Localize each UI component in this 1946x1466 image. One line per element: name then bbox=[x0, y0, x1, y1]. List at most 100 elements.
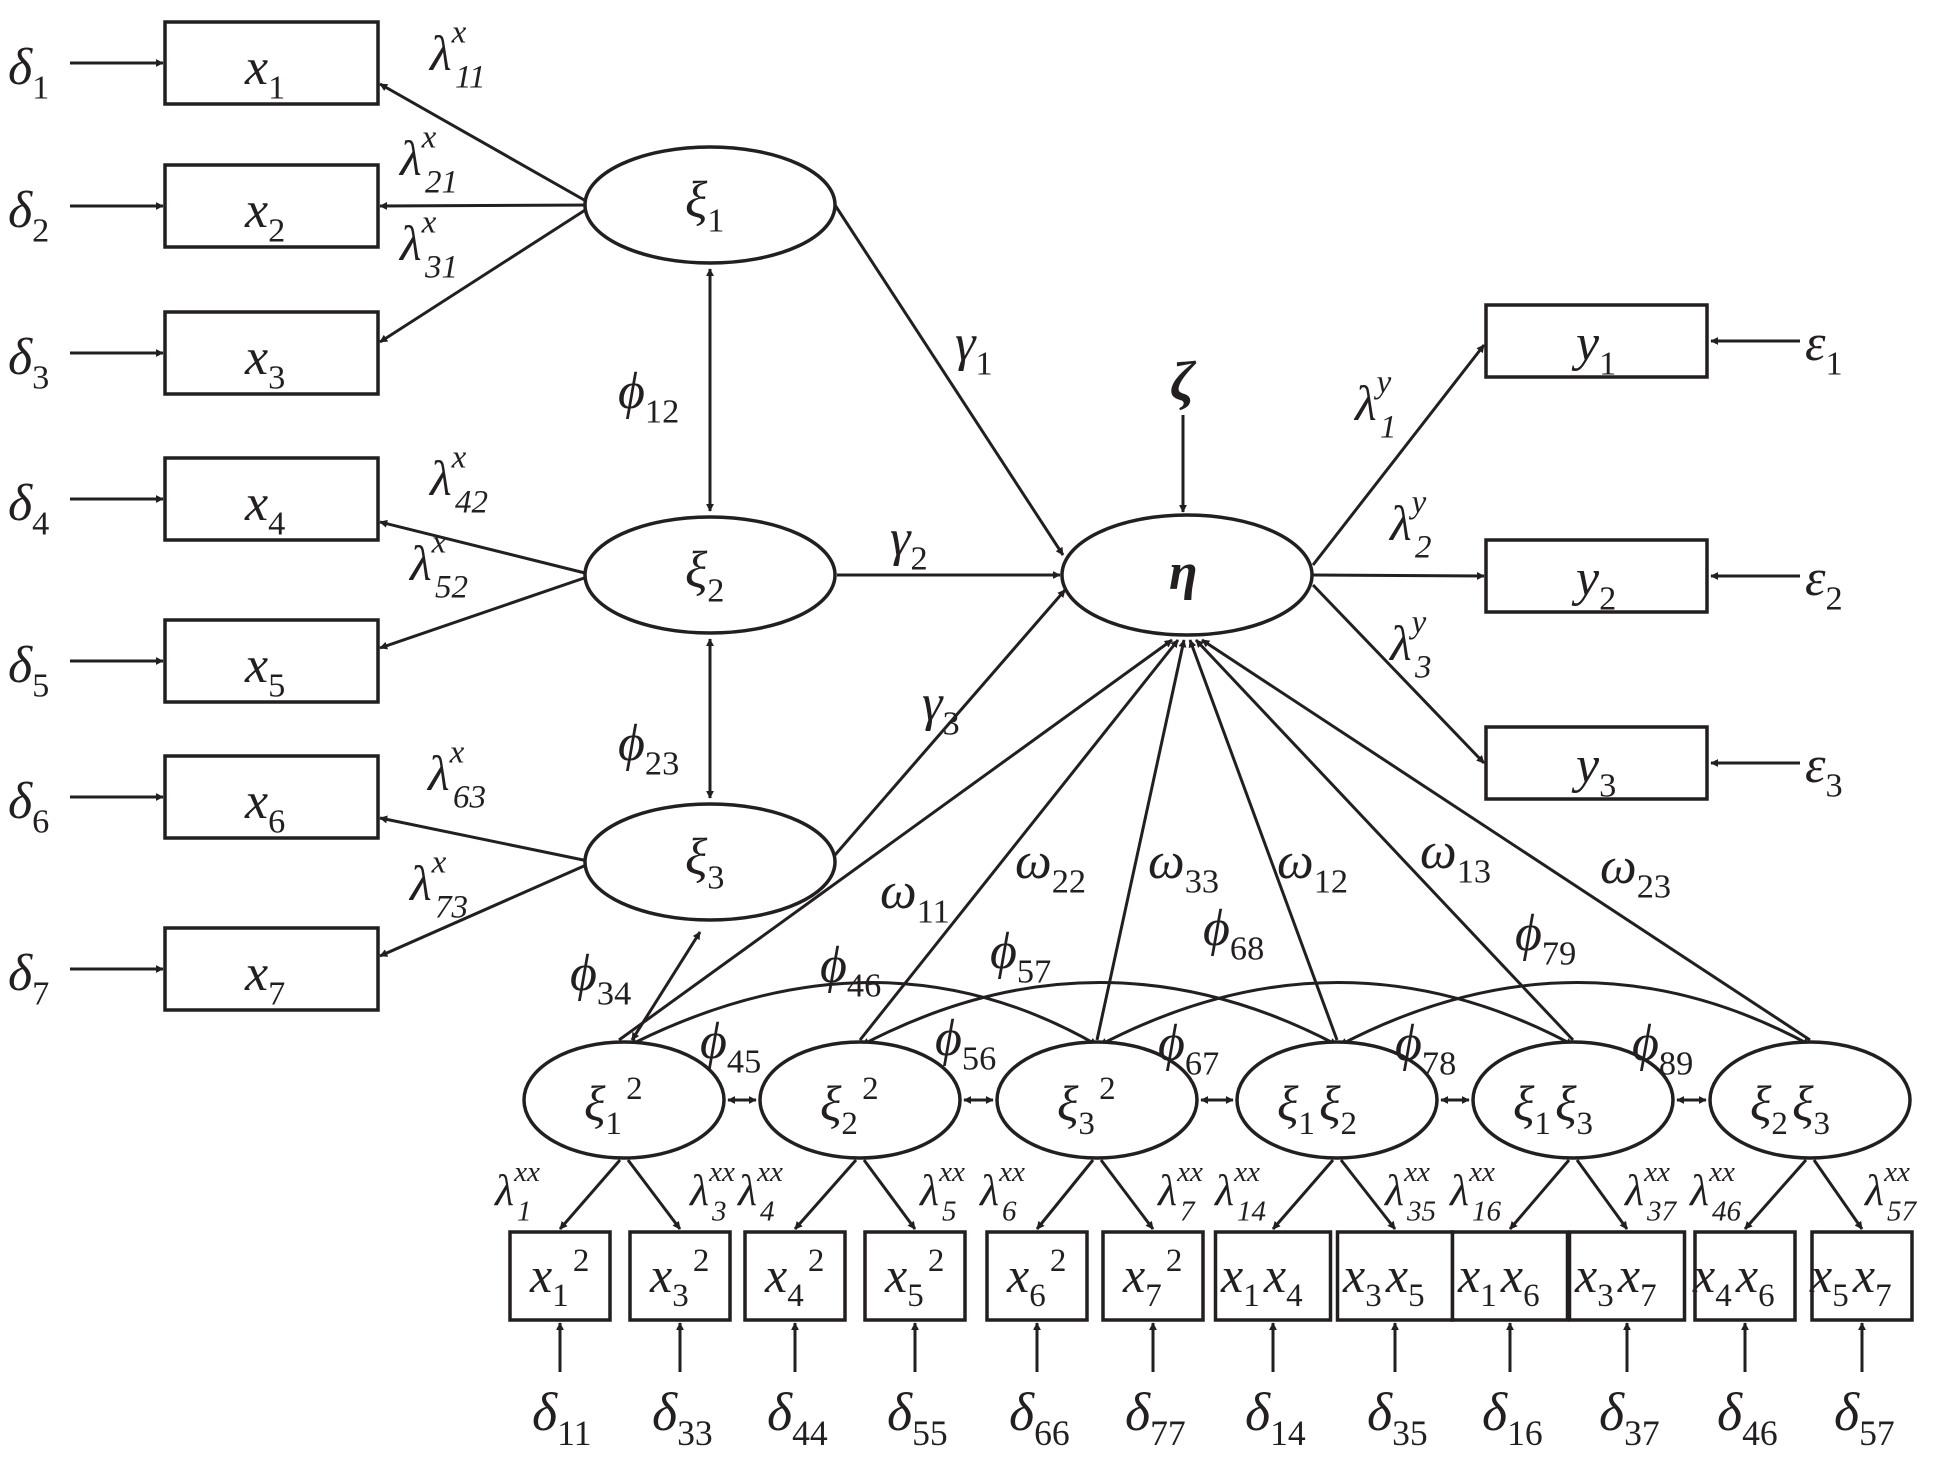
interaction-error-2: δ33 bbox=[652, 1382, 717, 1453]
error-delta-5: δ5 bbox=[8, 637, 54, 705]
interaction-arrow-omega-2 bbox=[858, 639, 1180, 1041]
phi-label-57: ϕ57 bbox=[990, 923, 1056, 991]
interaction-error-10: δ37 bbox=[1599, 1382, 1664, 1453]
interaction-error-9: δ16 bbox=[1482, 1382, 1547, 1453]
interaction-error-1: δ11 bbox=[532, 1382, 596, 1453]
interaction-latent-label-2: ξ2 2 bbox=[820, 1071, 879, 1142]
latent-xi2 bbox=[583, 515, 837, 635]
gamma-label-1: γ1 bbox=[955, 315, 997, 383]
interaction-loading-label-7-sub: 14 bbox=[1237, 1195, 1266, 1227]
interaction-loading-label-6: λxx bbox=[1156, 1156, 1203, 1215]
loading-label-y-2: λy bbox=[1388, 485, 1427, 552]
indicator-label-x5: x5 bbox=[244, 637, 290, 705]
indicator-label-x6: x6 bbox=[244, 773, 290, 841]
interaction-latent-label-4: ξ1 ξ2 bbox=[1277, 1075, 1361, 1142]
loading-label-x-2-sub: 21 bbox=[425, 165, 458, 201]
latent-xi3 bbox=[583, 802, 837, 922]
omega-label-4: ω12 bbox=[1277, 833, 1352, 901]
interaction-loading-label-1-sub: 1 bbox=[517, 1195, 532, 1227]
interaction-indicator-label-2: x3 2 bbox=[649, 1243, 709, 1314]
indicator-x5 bbox=[163, 618, 380, 704]
interaction-loading-label-7: λxx bbox=[1213, 1156, 1260, 1215]
error-delta-2: δ2 bbox=[8, 182, 54, 250]
labels-layer: x1 δ1 x2 δ2 x3 δ3 x4 δ4 x5 δ5 x6 δ6 x7 δ… bbox=[8, 15, 1918, 1454]
interaction-indicator-label-11: x4 x6 bbox=[1692, 1247, 1779, 1314]
indicator-label-x7: x7 bbox=[244, 945, 290, 1013]
interaction-indicator-label-3: x4 2 bbox=[764, 1243, 824, 1314]
loading-label-y-2-sub: 2 bbox=[1415, 530, 1432, 566]
indicator-x7 bbox=[163, 926, 380, 1012]
interaction-loading-label-4: λxx bbox=[918, 1156, 965, 1215]
interaction-loading-label-2: λxx bbox=[688, 1156, 735, 1215]
loading-arrow-y3 bbox=[1311, 583, 1486, 765]
error-epsilon-2: ε2 bbox=[1805, 550, 1847, 618]
interaction-latent-1 bbox=[522, 1040, 726, 1160]
interaction-loading-arrow-6 bbox=[1099, 1159, 1155, 1230]
interaction-error-7: δ14 bbox=[1245, 1382, 1310, 1453]
latent-label-eta: η bbox=[1169, 544, 1198, 601]
indicator-label-x2: x2 bbox=[244, 182, 290, 250]
latent-label-xi1: ξ1 bbox=[685, 172, 729, 240]
loading-label-y-3: λy bbox=[1388, 605, 1427, 672]
interaction-indicator-10 bbox=[1567, 1230, 1687, 1322]
error-delta-7: δ7 bbox=[8, 945, 54, 1013]
interaction-latent-5 bbox=[1471, 1040, 1675, 1160]
interaction-loading-label-5-sub: 6 bbox=[1002, 1195, 1017, 1227]
interaction-latent-label-3: ξ3 2 bbox=[1057, 1071, 1116, 1142]
interaction-loading-label-12: λxx bbox=[1863, 1156, 1910, 1215]
phi-label-adjacent-2: ϕ56 bbox=[935, 1010, 1001, 1078]
interaction-latent-label-1: ξ1 2 bbox=[584, 1071, 643, 1142]
indicator-label-y3: y3 bbox=[1571, 737, 1621, 805]
interaction-loading-arrow-12 bbox=[1812, 1159, 1864, 1230]
phi-label-34: ϕ34 bbox=[570, 945, 636, 1013]
interaction-indicator-label-8: x3 x5 bbox=[1342, 1247, 1429, 1314]
interaction-indicator-6 bbox=[1101, 1230, 1205, 1322]
cov-arc-phi46 bbox=[629, 981, 1098, 1047]
error-delta-3: δ3 bbox=[8, 329, 54, 397]
cov-arc-phi79 bbox=[1339, 981, 1811, 1047]
interaction-loading-arrow-4 bbox=[862, 1159, 917, 1230]
interaction-error-5: δ66 bbox=[1009, 1382, 1074, 1453]
loading-arrow-5 bbox=[379, 573, 594, 650]
loading-label-y-3-sub: 3 bbox=[1414, 650, 1432, 686]
indicator-x6 bbox=[163, 754, 380, 840]
interaction-indicator-2 bbox=[628, 1230, 732, 1322]
error-epsilon-3: ε3 bbox=[1805, 737, 1847, 805]
phi-label-12: ϕ12 bbox=[618, 363, 684, 431]
structural-arrow-gamma1 bbox=[833, 204, 1065, 556]
indicator-x2 bbox=[163, 163, 380, 249]
indicator-y2 bbox=[1484, 538, 1709, 614]
gamma-label-3: γ3 bbox=[922, 675, 964, 743]
loading-label-x-7: λx bbox=[408, 845, 447, 912]
latent-label-xi2: ξ2 bbox=[685, 542, 729, 610]
indicator-x1 bbox=[163, 20, 380, 106]
interaction-indicator-label-4: x5 2 bbox=[884, 1243, 944, 1314]
error-delta-6: δ6 bbox=[8, 773, 54, 841]
interaction-latent-4 bbox=[1235, 1040, 1439, 1160]
interaction-indicator-8 bbox=[1335, 1230, 1455, 1322]
loading-arrow-y1 bbox=[1311, 344, 1486, 566]
cov-arc-phi57 bbox=[861, 981, 1338, 1047]
cov-phi34 bbox=[630, 931, 702, 1041]
interaction-indicator-label-9: x1 x6 bbox=[1457, 1247, 1544, 1314]
interaction-loading-label-10: λxx bbox=[1623, 1156, 1670, 1215]
interaction-indicator-3 bbox=[743, 1230, 847, 1322]
interaction-loading-arrow-5 bbox=[1035, 1159, 1095, 1230]
interaction-loading-arrow-11 bbox=[1743, 1159, 1808, 1230]
disturbance-zeta: ζ bbox=[1170, 351, 1197, 413]
loading-label-x-7-sub: 73 bbox=[435, 890, 468, 926]
interaction-indicator-label-10: x3 x7 bbox=[1574, 1247, 1661, 1314]
interaction-loading-arrow-8 bbox=[1339, 1159, 1397, 1230]
interaction-loading-label-8: λxx bbox=[1383, 1156, 1430, 1215]
interaction-loading-label-1: λxx bbox=[493, 1156, 540, 1215]
interaction-indicator-11 bbox=[1693, 1230, 1797, 1322]
interaction-indicator-7 bbox=[1213, 1230, 1333, 1322]
shapes-layer bbox=[163, 20, 1914, 1322]
interaction-loading-label-2-sub: 3 bbox=[711, 1195, 727, 1227]
phi-label-79: ϕ79 bbox=[1515, 905, 1581, 973]
interaction-latent-3 bbox=[995, 1040, 1199, 1160]
interaction-loading-arrow-9 bbox=[1508, 1159, 1571, 1230]
interaction-loading-arrow-2 bbox=[626, 1159, 682, 1230]
interaction-error-11: δ46 bbox=[1717, 1382, 1782, 1453]
latent-eta bbox=[1060, 513, 1314, 637]
